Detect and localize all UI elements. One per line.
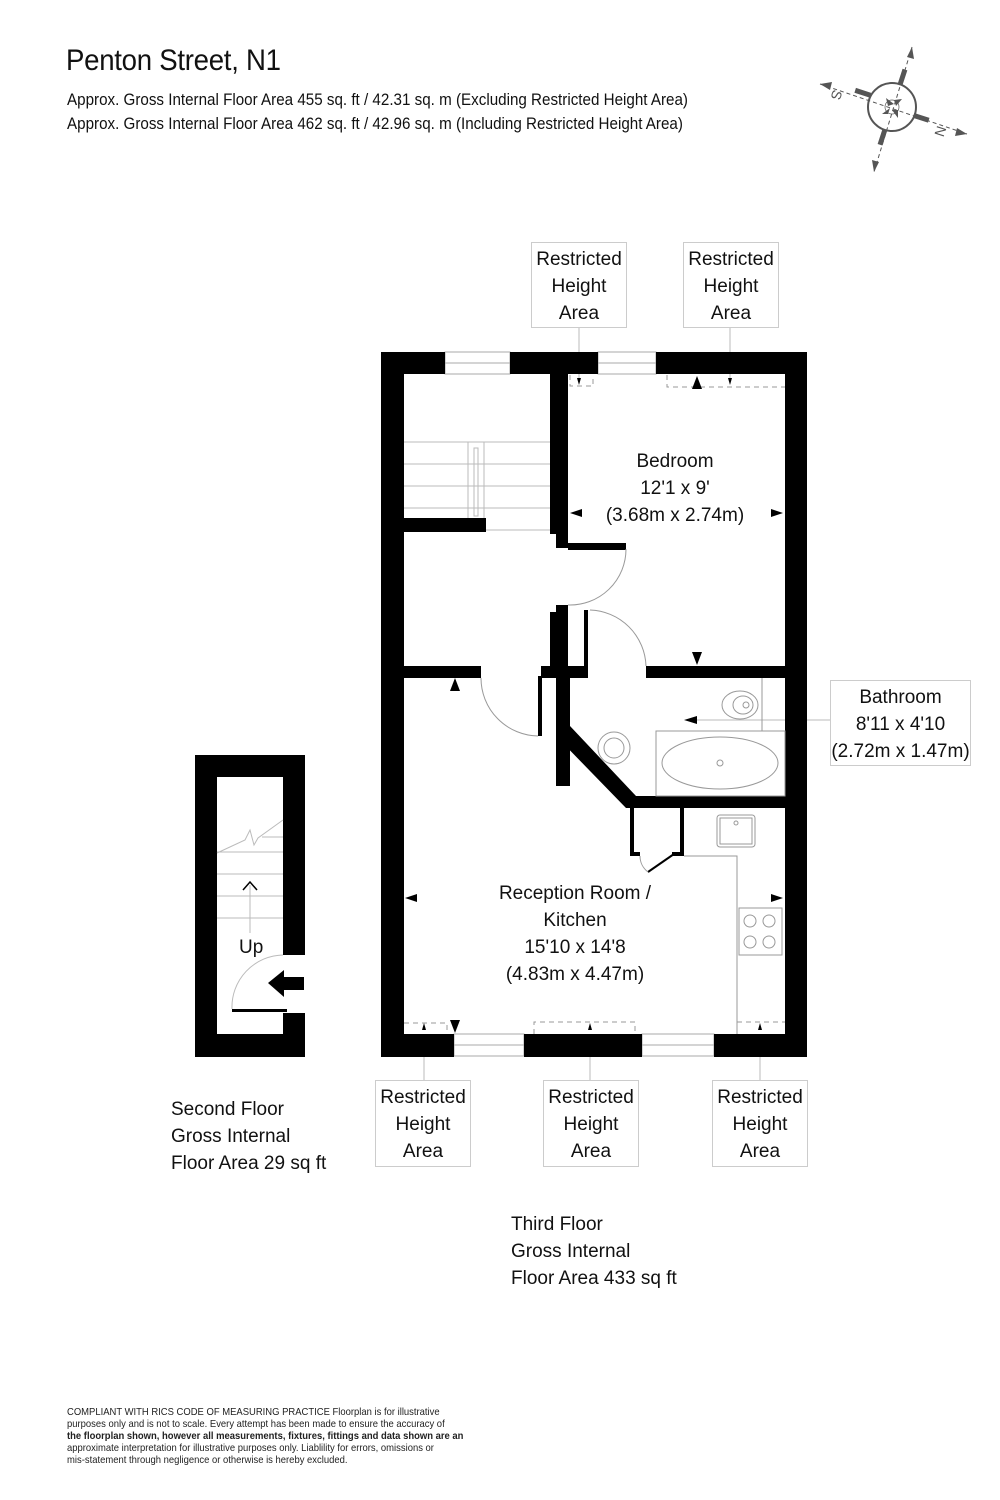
property-title: Penton Street, N1	[66, 44, 281, 77]
restricted-height-label-top-left: Restricted Height Area	[531, 242, 627, 328]
third-floor-label: Third Floor Gross Internal Floor Area 43…	[511, 1214, 677, 1289]
room-dimensions-imperial: 8'11 x 4'10	[855, 714, 946, 735]
room-dimensions-metric: (4.83m x 4.47m)	[505, 964, 645, 985]
room-name-line1: Reception Room /	[498, 883, 652, 904]
room-dimensions-imperial: 12'1 x 9'	[640, 478, 710, 499]
gross-area-including: Approx. Gross Internal Floor Area 462 sq…	[67, 115, 683, 133]
second-floor-label: Second Floor Gross Internal Floor Area 2…	[171, 1099, 327, 1174]
room-dimensions-imperial: 15'10 x 14'8	[524, 937, 626, 958]
restricted-height-label-bottom-right: Restricted Height Area	[712, 1080, 808, 1167]
compass-north-label: N	[931, 124, 949, 139]
room-name: Bathroom	[859, 687, 942, 708]
stairs-up-label: Up	[239, 937, 264, 958]
restricted-height-label-bottom-left: Restricted Height Area	[375, 1080, 471, 1167]
room-label-bathroom: Bathroom 8'11 x 4'10 (2.72m x 1.47m)	[830, 680, 971, 766]
room-label-reception-kitchen: Reception Room / Kitchen 15'10 x 14'8 (4…	[480, 880, 670, 988]
room-name-line2: Kitchen	[543, 910, 607, 931]
restricted-height-label-bottom-center: Restricted Height Area	[543, 1080, 639, 1167]
room-name: Bedroom	[636, 451, 714, 472]
gross-area-excluding: Approx. Gross Internal Floor Area 455 sq…	[67, 91, 688, 109]
restricted-height-label-top-right: Restricted Height Area	[683, 242, 779, 328]
room-label-bedroom: Bedroom 12'1 x 9' (3.68m x 2.74m)	[590, 448, 760, 529]
disclaimer-text: COMPLIANT WITH RICS CODE OF MEASURING PR…	[67, 1406, 464, 1466]
compass-rose-icon: S N	[812, 42, 977, 182]
room-dimensions-metric: (3.68m x 2.74m)	[605, 505, 745, 526]
room-dimensions-metric: (2.72m x 1.47m)	[831, 741, 970, 762]
